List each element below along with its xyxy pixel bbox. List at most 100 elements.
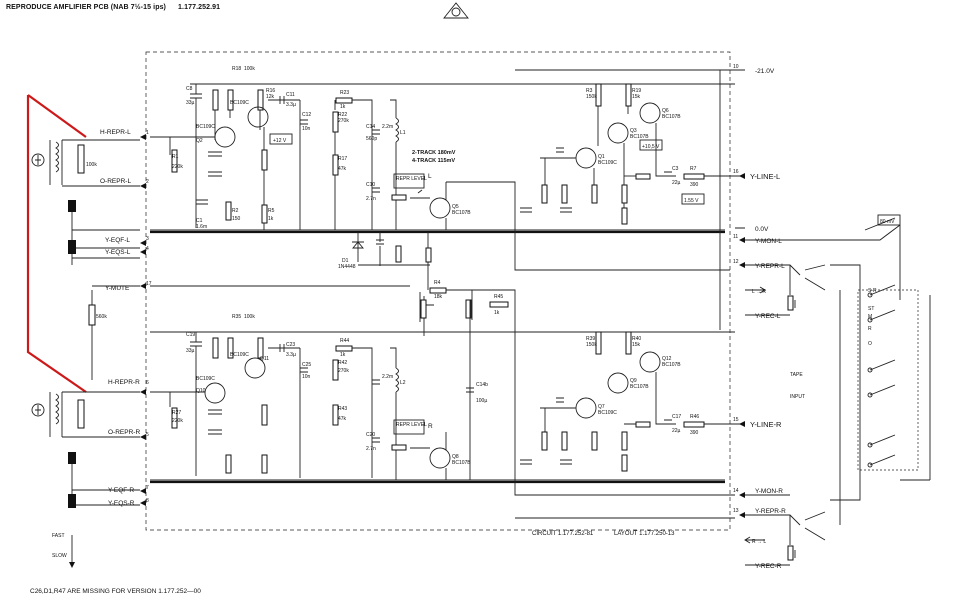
- voltage-12v-top: +12 V: [273, 138, 287, 144]
- component-value: 220k: [172, 164, 183, 170]
- component-value: 15k: [632, 342, 641, 348]
- component-value: BC107B: [630, 384, 649, 390]
- pin-number: 10: [733, 64, 739, 70]
- component-ref: Q9: [630, 378, 637, 384]
- channel-right-marker: R: [428, 423, 433, 430]
- component-ref: R5: [268, 208, 275, 214]
- pin-number: 11: [733, 234, 738, 240]
- component-ref: Q2: [196, 138, 203, 144]
- repr-level-right-label: REPR LEVEL: [396, 422, 427, 428]
- component-ref: R40: [632, 336, 641, 342]
- component-ref: R18: [232, 66, 241, 72]
- component-ref: Q6: [662, 108, 669, 114]
- pin-number: 6: [146, 380, 149, 386]
- component-value: 100k: [244, 66, 255, 72]
- component-value: 390: [690, 182, 699, 188]
- port-y-repr-l: Y-REPR-L: [755, 263, 785, 270]
- track-2-level: 2-TRACK 180mV: [412, 150, 456, 156]
- component-ref: C19: [186, 332, 195, 338]
- component-ref: C20: [366, 432, 375, 438]
- l-to-r-label: L → R: [752, 289, 766, 295]
- port-y-eqs-r: Y-EQS-R: [108, 500, 135, 507]
- playback-head-left: 100k: [31, 140, 97, 185]
- component-ref: R4: [434, 280, 441, 286]
- channel-left-circuit: [150, 83, 745, 336]
- speed-slow-label: SLOW: [52, 553, 67, 559]
- component-ref: R2: [232, 208, 239, 214]
- component-ref: C12: [302, 112, 311, 118]
- port-y-mute: Y-MUTE: [105, 285, 130, 292]
- component-value: BC109C: [598, 410, 617, 416]
- component-ref: R42: [338, 360, 347, 366]
- component-ref: R43: [338, 406, 347, 412]
- channel-right-circuit: [150, 289, 745, 519]
- component-ref: Q5: [452, 204, 459, 210]
- r-to-l-label: R → L: [752, 539, 766, 545]
- component-ref: R3: [586, 88, 593, 94]
- component-value: 2.2m: [382, 374, 393, 380]
- port-h-repr-r: H-REPR-R: [108, 379, 140, 386]
- port-o-repr-l: O-REPR-L: [100, 178, 131, 185]
- component-labels-top: C8 33µ R18 100k R16 12k C11 3.3µ R23 1k …: [172, 66, 699, 316]
- input-label: INPUT: [790, 394, 805, 400]
- component-value: 18k: [434, 294, 443, 300]
- port-neg-21v: -21.0V: [755, 68, 775, 75]
- component-value: BC107B: [630, 134, 649, 140]
- component-value: 2.7n: [366, 446, 376, 452]
- component-ref: Q1: [598, 154, 605, 160]
- pin-number: 5: [146, 432, 149, 438]
- pin-number: 2: [146, 179, 149, 185]
- playback-head-right: [31, 392, 85, 437]
- port-0v: 0.0V: [755, 226, 769, 233]
- component-ref: C23: [286, 342, 295, 348]
- component-value: 1k: [268, 216, 274, 222]
- component-ref: R22: [338, 112, 347, 118]
- switch-m-label: M: [868, 314, 872, 320]
- component-value: 100µ: [476, 398, 487, 404]
- component-value: 2.7n: [366, 196, 376, 202]
- component-value: 560p: [366, 136, 377, 142]
- svg-text:100k: 100k: [86, 162, 97, 168]
- port-y-eqf-r: Y-EQF-R: [108, 487, 134, 494]
- component-value: 1k: [340, 352, 346, 358]
- component-ref: C17: [672, 414, 681, 420]
- component-ref: R1: [172, 154, 179, 160]
- component-value: BC107B: [662, 362, 681, 368]
- pcb-outline: [145, 51, 731, 531]
- circuit-number: CIRCUIT 1.177.252-81: [532, 531, 594, 537]
- component-ref: R27: [172, 410, 181, 416]
- component-ref: C1: [196, 218, 203, 224]
- port-y-line-r: Y-LINE-R: [750, 420, 782, 429]
- component-value: 150k: [586, 342, 597, 348]
- pin-number: 14: [733, 488, 739, 494]
- monitor-switch-network: [744, 217, 931, 566]
- component-ref: R35: [232, 314, 241, 320]
- pin-number: 3: [146, 236, 149, 242]
- component-value: 22µ: [672, 428, 681, 434]
- component-value: 15k: [632, 94, 641, 100]
- switch-r-label: R: [868, 326, 872, 332]
- component-ref: Q12: [662, 356, 672, 362]
- port-y-mon-r: Y-MON-R: [755, 488, 783, 495]
- component-ref: C8: [186, 86, 193, 92]
- highlight-connection: [26, 94, 87, 393]
- component-value: 10n: [302, 374, 311, 380]
- component-value: 1N4448: [338, 264, 356, 270]
- component-ref: R39: [586, 336, 595, 342]
- component-value: 1k: [340, 104, 346, 110]
- component-ref: L2: [400, 380, 406, 386]
- pin-number: 16: [733, 169, 739, 175]
- component-value: BC107B: [662, 114, 681, 120]
- repr-level-left-label: REPR LEVEL: [396, 176, 427, 182]
- port-y-rec-l: Y-REC-L: [755, 313, 781, 320]
- component-ref: R46: [690, 414, 699, 420]
- port-o-repr-r: O-REPR-R: [108, 429, 140, 436]
- brand-logo: [443, 2, 469, 19]
- component-value: 33µ: [186, 100, 195, 106]
- component-value: 270k: [338, 368, 349, 374]
- header-title: REPRODUCE AMFLIFIER PCB (NAB 7½-15 ips): [6, 4, 166, 11]
- component-value: BC109C: [598, 160, 617, 166]
- component-value: 33µ: [186, 348, 195, 354]
- component-value: 47k: [338, 416, 347, 422]
